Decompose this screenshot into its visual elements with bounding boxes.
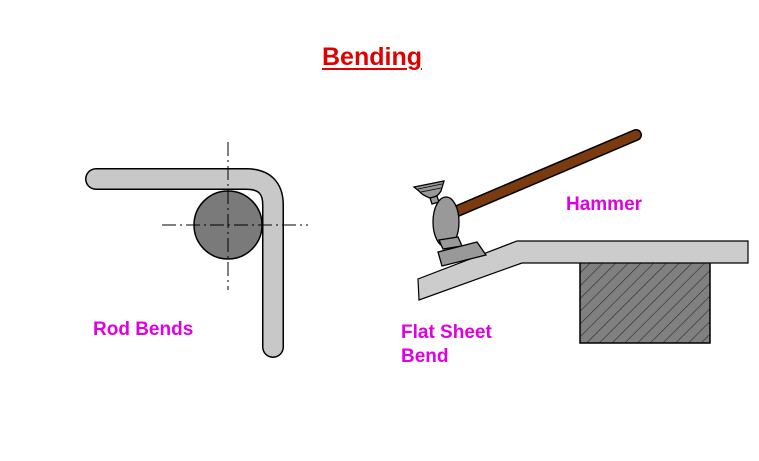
- page-title: Bending: [322, 43, 422, 71]
- flat-sheet-label-line2: Bend: [401, 346, 449, 367]
- bent-rod: [86, 169, 283, 357]
- sheet-metal: [417, 240, 749, 301]
- support-block: [579, 261, 711, 344]
- flat-sheet-label-line1: Flat Sheet: [401, 322, 492, 343]
- rod-bends-label: Rod Bends: [93, 319, 194, 340]
- flat-sheet-bend-label: Flat Sheet Bend: [401, 321, 492, 369]
- hammer-label: Hammer: [566, 194, 643, 215]
- flat-sheet-figure: [412, 129, 749, 344]
- rod-bend-figure: [85, 142, 308, 358]
- hammer-head: [412, 180, 488, 267]
- hammer-handle: [450, 130, 641, 217]
- hammer-face-grooves: [417, 183, 443, 193]
